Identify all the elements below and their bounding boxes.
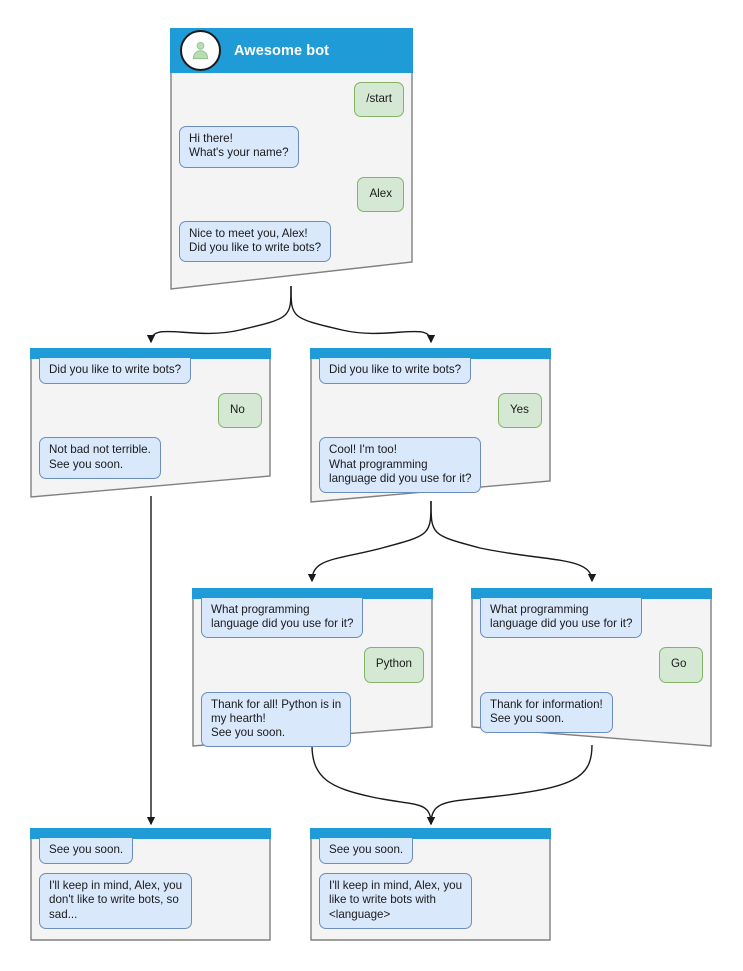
bot-message-bubble[interactable]: I'll keep in mind, Alex, you don't like … (39, 873, 193, 929)
message-row: Go (480, 647, 703, 683)
message-list: Did you like to write bots? Yes Cool! I'… (310, 358, 551, 494)
message-row: What programming language did you use fo… (480, 598, 703, 639)
message-row: Yes (319, 393, 542, 429)
chat-node-start[interactable]: Awesome bot /start Hi there! What's your… (170, 28, 413, 290)
bot-message-bubble[interactable]: Thank for information! See you soon. (480, 691, 613, 734)
message-list: What programming language did you use fo… (471, 598, 712, 734)
user-avatar-icon (180, 30, 221, 71)
node-content-answer-yes: Did you like to write bots? Yes Cool! I'… (310, 348, 551, 502)
chat-node-answer-yes[interactable]: Did you like to write bots? Yes Cool! I'… (310, 348, 551, 503)
message-list: What programming language did you use fo… (192, 598, 433, 748)
bot-message-bubble[interactable]: See you soon. (39, 838, 134, 865)
bot-message-bubble[interactable]: What programming language did you use fo… (480, 598, 643, 639)
user-message-bubble[interactable]: /start (354, 82, 404, 118)
edge-start-to-yes (290, 285, 436, 344)
bot-message-bubble[interactable]: I'll keep in mind, Alex, you like to wri… (319, 873, 473, 929)
chat-node-answer-python[interactable]: What programming language did you use fo… (192, 588, 433, 748)
message-row: Hi there! What's your name? (179, 126, 404, 168)
message-row: Not bad not terrible. See you soon. (39, 437, 262, 479)
bot-name-label: Awesome bot (234, 42, 330, 59)
bot-message-bubble[interactable]: What programming language did you use fo… (201, 598, 364, 639)
node-content-answer-no: Did you like to write bots? No Not bad n… (30, 348, 271, 488)
message-row: Nice to meet you, Alex! Did you like to … (179, 220, 404, 263)
message-row: Thank for all! Python is in my hearth! S… (201, 691, 424, 748)
message-list: Did you like to write bots? No Not bad n… (30, 358, 271, 479)
node-titlebar (192, 588, 433, 599)
message-row: Thank for information! See you soon. (480, 691, 703, 734)
message-row: What programming language did you use fo… (201, 598, 424, 639)
message-row: Alex (179, 176, 404, 212)
message-row: /start (179, 82, 404, 118)
node-titlebar (30, 348, 271, 359)
message-list: See you soon. I'll keep in mind, Alex, y… (310, 838, 551, 929)
node-titlebar (310, 348, 551, 359)
node-titlebar (30, 828, 271, 839)
message-row: I'll keep in mind, Alex, you don't like … (39, 873, 262, 929)
node-content-end-yes: See you soon. I'll keep in mind, Alex, y… (310, 828, 551, 938)
chat-node-end-no[interactable]: See you soon. I'll keep in mind, Alex, y… (30, 828, 271, 941)
bot-message-bubble[interactable]: Hi there! What's your name? (179, 126, 299, 168)
node-titlebar (471, 588, 712, 599)
user-message-bubble[interactable]: Alex (357, 176, 404, 212)
edge-python-to-end-yes (311, 744, 436, 826)
user-message-bubble[interactable]: Go (659, 647, 703, 683)
bot-message-bubble[interactable]: See you soon. (319, 838, 414, 865)
message-row: See you soon. (39, 838, 262, 865)
bot-message-bubble[interactable]: Thank for all! Python is in my hearth! S… (201, 691, 352, 748)
node-content-end-no: See you soon. I'll keep in mind, Alex, y… (30, 828, 271, 938)
node-content-answer-python: What programming language did you use fo… (192, 588, 433, 756)
message-row: I'll keep in mind, Alex, you like to wri… (319, 873, 542, 929)
bot-message-bubble[interactable]: Not bad not terrible. See you soon. (39, 437, 161, 479)
bot-message-bubble[interactable]: Cool! I'm too! What programming language… (319, 437, 482, 494)
bot-message-bubble[interactable]: Nice to meet you, Alex! Did you like to … (179, 220, 332, 263)
node-titlebar (310, 828, 551, 839)
message-list: See you soon. I'll keep in mind, Alex, y… (30, 838, 271, 929)
edge-yes-to-go (430, 500, 597, 583)
edge-start-to-no (146, 285, 292, 344)
user-message-bubble[interactable]: Yes (498, 393, 542, 429)
message-row: No (39, 393, 262, 429)
chat-node-answer-go[interactable]: What programming language did you use fo… (471, 588, 712, 747)
chat-node-answer-no[interactable]: Did you like to write bots? No Not bad n… (30, 348, 271, 498)
message-row: Cool! I'm too! What programming language… (319, 437, 542, 494)
chat-node-end-yes[interactable]: See you soon. I'll keep in mind, Alex, y… (310, 828, 551, 941)
message-row: Python (201, 647, 424, 683)
message-row: Did you like to write bots? (319, 358, 542, 385)
bot-message-bubble[interactable]: Did you like to write bots? (39, 358, 192, 385)
edge-yes-to-python (307, 500, 432, 583)
message-row: Did you like to write bots? (39, 358, 262, 385)
user-message-bubble[interactable]: No (218, 393, 262, 429)
node-content-answer-go: What programming language did you use fo… (471, 588, 712, 742)
message-row: See you soon. (319, 838, 542, 865)
user-message-bubble[interactable]: Python (363, 647, 424, 683)
bot-message-bubble[interactable]: Did you like to write bots? (319, 358, 472, 385)
node-titlebar: Awesome bot (170, 28, 413, 73)
node-content-start: Awesome bot /start Hi there! What's your… (170, 28, 413, 271)
edge-go-to-end-yes (426, 744, 593, 826)
message-list: /start Hi there! What's your name? Alex … (170, 73, 413, 263)
